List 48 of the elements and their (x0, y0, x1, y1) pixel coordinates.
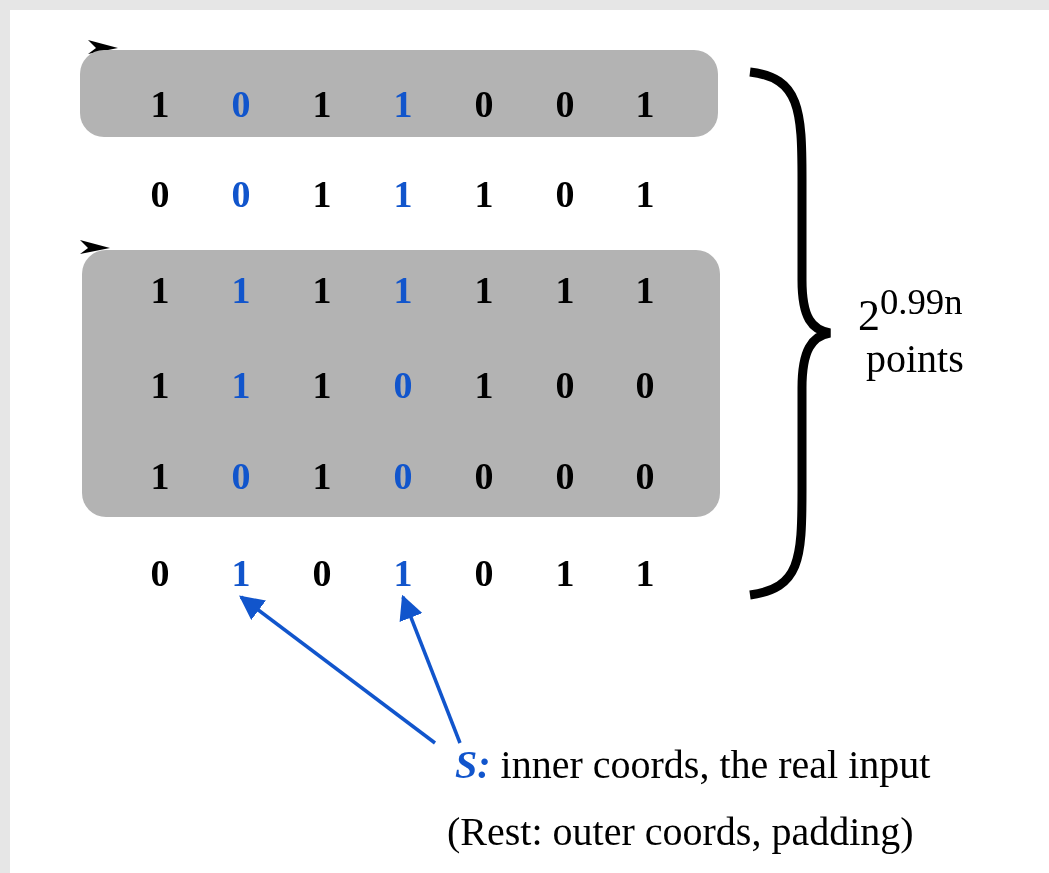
binary-digit: 1 (473, 172, 495, 216)
binary-digit: 0 (634, 454, 656, 498)
binary-digit: 0 (554, 454, 576, 498)
binary-digit: 0 (311, 551, 333, 595)
binary-digit: 1 (634, 268, 656, 312)
binary-digit: 1 (230, 363, 252, 407)
binary-digit: 0 (473, 551, 495, 595)
highlight-band (80, 50, 718, 137)
binary-digit: 1 (311, 454, 333, 498)
binary-digit: 1 (634, 551, 656, 595)
binary-digit: 1 (473, 268, 495, 312)
binary-digit: 0 (230, 454, 252, 498)
binary-digit: 1 (149, 268, 171, 312)
binary-digit: 1 (554, 551, 576, 595)
binary-digit: 1 (149, 363, 171, 407)
binary-digit: 1 (392, 82, 414, 126)
binary-digit: 1 (634, 172, 656, 216)
binary-digit: 1 (311, 82, 333, 126)
annotation-text: S: inner coords, the real input (455, 741, 931, 789)
binary-digit: 1 (149, 82, 171, 126)
binary-digit: 1 (230, 268, 252, 312)
binary-digit: 0 (473, 82, 495, 126)
leader-arrow (239, 595, 437, 745)
binary-digit: 1 (311, 172, 333, 216)
binary-digit: 1 (634, 82, 656, 126)
binary-digit: 1 (311, 268, 333, 312)
binary-digit: 0 (230, 172, 252, 216)
binary-digit: 0 (392, 363, 414, 407)
binary-digit: 1 (221, 551, 261, 595)
binary-digit: 1 (392, 172, 414, 216)
note-text: (Rest: outer coords, padding) (447, 808, 914, 856)
binary-digit: 1 (311, 363, 333, 407)
binary-digit: 0 (554, 82, 576, 126)
binary-digit: 1 (554, 268, 576, 312)
binary-digit: 1 (473, 363, 495, 407)
binary-digit: 0 (554, 363, 576, 407)
binary-digit: 0 (473, 454, 495, 498)
leader-arrow (399, 594, 462, 744)
binary-digit: 0 (149, 551, 171, 595)
binary-digit: 0 (149, 172, 171, 216)
binary-digit: 0 (634, 363, 656, 407)
binary-digit: 0 (392, 454, 414, 498)
binary-digit: 1 (383, 551, 423, 595)
binary-digit: 1 (392, 268, 414, 312)
binary-digit: 0 (554, 172, 576, 216)
binary-digit: 1 (149, 454, 171, 498)
binary-digit: 0 (230, 82, 252, 126)
highlight-band (82, 250, 720, 517)
